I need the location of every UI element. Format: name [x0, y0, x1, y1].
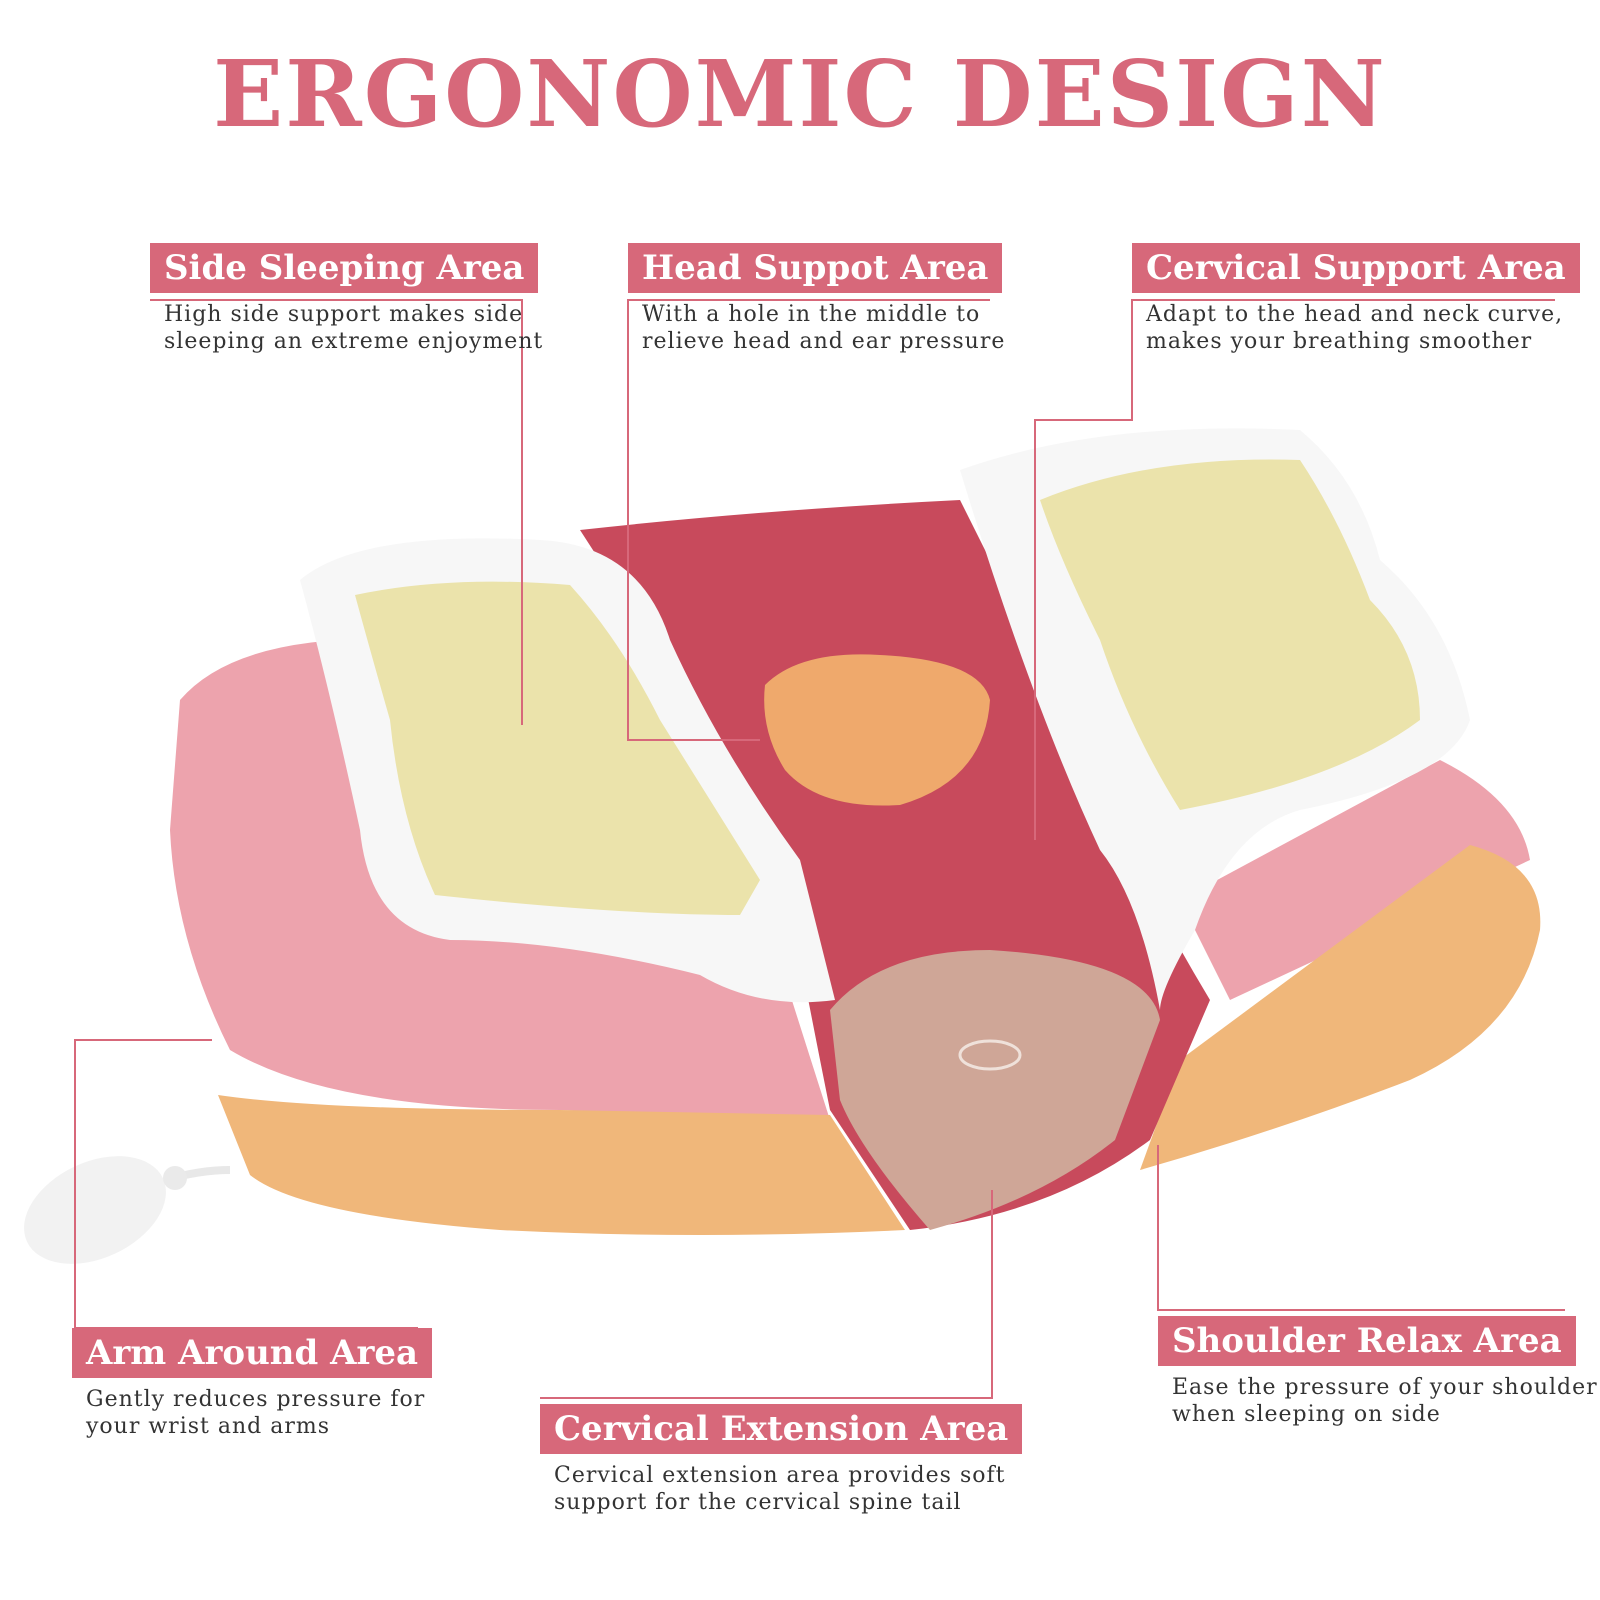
callout-label: Cervical Extension Area — [540, 1404, 1023, 1454]
side-sleeping-area-shape — [355, 581, 760, 915]
callout-description: Gently reduces pressure for your wrist a… — [86, 1387, 426, 1439]
cervical-support-area-shape — [1040, 459, 1420, 810]
page-title: ERGONOMIC DESIGN — [213, 40, 1387, 148]
callout-arm-around: Arm Around Area Gently reduces pressure … — [72, 1328, 433, 1440]
callout-cervical-support: Cervical Support Area Adapt to the head … — [1132, 243, 1580, 355]
leader-line-side — [150, 299, 523, 725]
callout-description: Adapt to the head and neck curve, makes … — [1146, 302, 1564, 354]
orange-band-left — [218, 1095, 905, 1235]
callout-shoulder-relax: Shoulder Relax Area Ease the pressure of… — [1158, 1316, 1598, 1428]
head-support-hole — [764, 654, 990, 806]
callout-label: Head Suppot Area — [628, 243, 1003, 293]
air-pump-bulb — [24, 1156, 166, 1264]
callout-description: Cervical extension area provides soft su… — [554, 1463, 1006, 1515]
leader-line-extension — [540, 1190, 993, 1399]
callout-description: Ease the pressure of your shoulder when … — [1172, 1375, 1598, 1427]
logo-mark — [958, 1039, 1022, 1071]
callout-cervical-extension: Cervical Extension Area Cervical extensi… — [540, 1404, 1023, 1516]
callout-label: Shoulder Relax Area — [1158, 1316, 1576, 1366]
shoulder-area-pink-shape — [1180, 760, 1530, 1000]
leader-line-shoulder — [1157, 1145, 1565, 1311]
callout-label: Cervical Support Area — [1132, 243, 1580, 293]
callout-description: With a hole in the middle to relieve hea… — [642, 302, 1006, 354]
leader-line-head — [627, 299, 990, 741]
callout-label: Side Sleeping Area — [150, 243, 539, 293]
callout-side-sleeping: Side Sleeping Area High side support mak… — [150, 243, 543, 355]
shoulder-relax-area-shape — [1140, 845, 1541, 1170]
callout-label: Arm Around Area — [72, 1328, 433, 1378]
callout-head-support: Head Suppot Area With a hole in the midd… — [628, 243, 1005, 355]
callout-description: High side support makes side sleeping an… — [164, 302, 544, 354]
cervical-extension-area-shape — [830, 950, 1160, 1230]
leader-line-cervical — [1034, 299, 1555, 840]
air-pump-valve — [163, 1166, 187, 1190]
